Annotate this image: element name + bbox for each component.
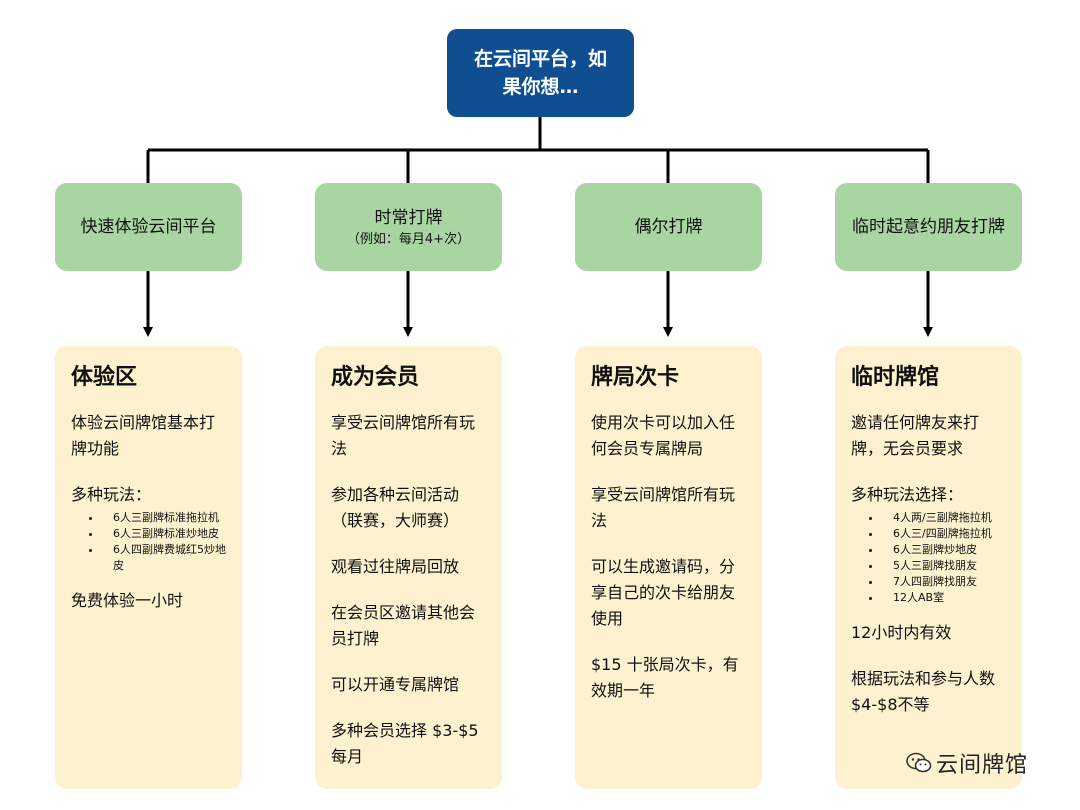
category-title: 时常打牌 [374,207,443,228]
card-membership: 成为会员 享受云间牌馆所有玩法 参加各种云间活动（联赛，大师赛） 观看过往牌局回… [315,346,502,789]
card-text: 多种玩法： [71,485,152,504]
card-text: $15 十张局次卡，有效期一年 [591,655,739,700]
card-text: 多种会员选择 $3-$5 每月 [331,721,479,766]
list-item: 6人三副牌标准炒地皮 [101,526,230,542]
list-item: 12人AB室 [881,590,1010,606]
list-item: 5人三副牌找朋友 [881,558,1010,574]
card-title: 体验区 [71,365,138,390]
card-text: 体验云间牌馆基本打牌功能 [71,413,216,458]
category-subtitle: （例如：每月4+次） [346,231,471,247]
card-temporary-room: 临时牌馆 邀请任何牌友来打牌，无会员要求 多种玩法选择： 4人两/三副牌拖拉机 … [835,346,1022,789]
card-title: 临时牌馆 [851,365,940,390]
list-item: 6人四副牌费城红5炒地皮 [101,542,230,574]
list-item: 6人三/四副牌拖拉机 [881,526,1010,542]
game-mode-list: 6人三副牌标准拖拉机 6人三副牌标准炒地皮 6人四副牌费城红5炒地皮 [71,510,230,574]
card-text: 观看过往牌局回放 [331,557,460,576]
card-text: 免费体验一小时 [71,591,184,610]
card-text: 可以生成邀请码，分享自己的次卡给朋友使用 [591,557,736,628]
category-title: 快速体验云间平台 [80,216,217,237]
list-item: 7人四副牌找朋友 [881,574,1010,590]
category-title: 临时起意约朋友打牌 [852,216,1005,237]
card-text: 参加各种云间活动（联赛，大师赛） [331,485,460,530]
card-text: 享受云间牌馆所有玩法 [591,485,736,530]
category-frequent-play: 时常打牌 （例如：每月4+次） [315,183,502,271]
list-item: 6人三副牌炒地皮 [881,542,1010,558]
card-text: 使用次卡可以加入任何会员专属牌局 [591,413,736,458]
category-title: 偶尔打牌 [634,216,703,237]
card-text: 多种玩法选择： [851,485,964,504]
card-text: 邀请任何牌友来打牌，无会员要求 [851,413,980,458]
wechat-icon [906,752,932,773]
card-trial-zone: 体验区 体验云间牌馆基本打牌功能 多种玩法： 6人三副牌标准拖拉机 6人三副牌标… [55,346,242,789]
card-game-pass: 牌局次卡 使用次卡可以加入任何会员专属牌局 享受云间牌馆所有玩法 可以生成邀请码… [575,346,762,789]
list-item: 6人三副牌标准拖拉机 [101,510,230,526]
card-text: 在会员区邀请其他会员打牌 [331,603,476,648]
category-quick-trial: 快速体验云间平台 [55,183,242,271]
card-title: 成为会员 [331,365,420,390]
category-occasional-play: 偶尔打牌 [575,183,762,271]
card-text: 享受云间牌馆所有玩法 [331,413,476,458]
card-text: 12小时内有效 [851,623,952,642]
card-text: 可以开通专属牌馆 [331,675,460,694]
watermark: 云间牌馆 [906,747,1028,779]
root-node: 在云间平台，如果你想… [447,29,634,117]
root-node-text: 在云间平台，如果你想… [473,48,607,98]
card-text: 根据玩法和参与人数$4-$8不等 [851,669,996,714]
game-mode-list: 4人两/三副牌拖拉机 6人三/四副牌拖拉机 6人三副牌炒地皮 5人三副牌找朋友 … [851,510,1010,606]
list-item: 4人两/三副牌拖拉机 [881,510,1010,526]
category-spontaneous-play: 临时起意约朋友打牌 [835,183,1022,271]
watermark-text: 云间牌馆 [936,753,1029,778]
card-title: 牌局次卡 [591,365,680,390]
